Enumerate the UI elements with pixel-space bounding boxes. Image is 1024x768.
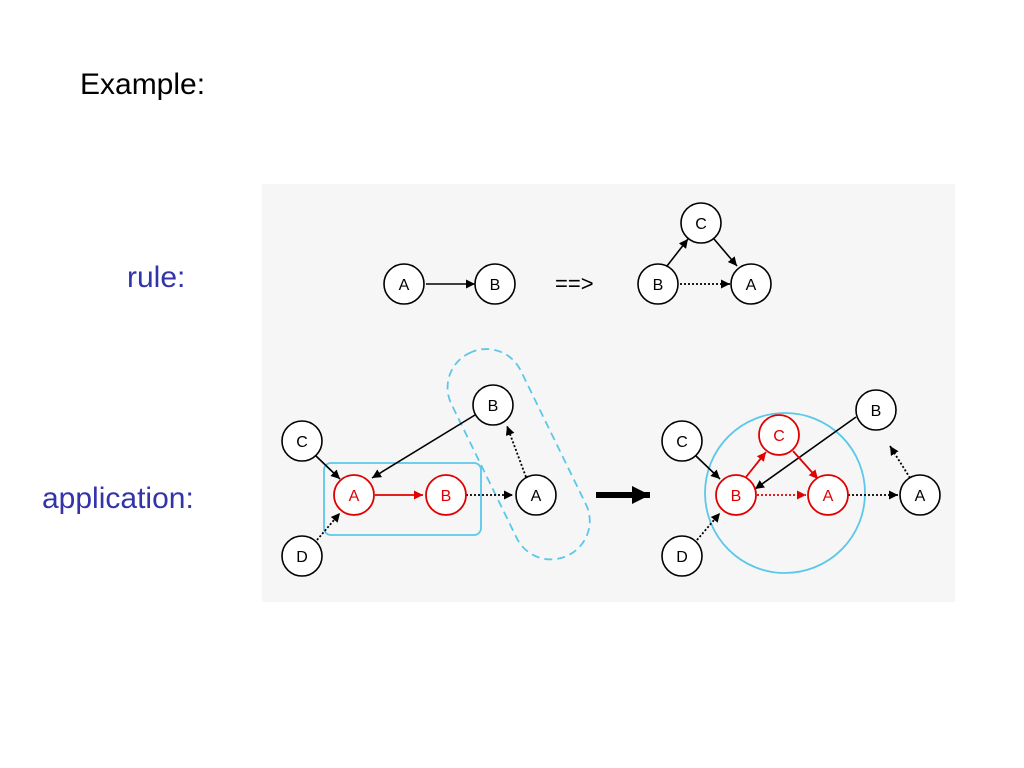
edge-c-to-a	[713, 238, 738, 267]
node-b-top: B	[472, 384, 514, 426]
svg-text:C: C	[296, 434, 308, 451]
svg-text:B: B	[490, 277, 501, 294]
edge-c-to-a	[315, 455, 341, 480]
edge-b-to-c	[666, 238, 689, 267]
edge-b-to-a	[371, 414, 476, 479]
dotted-edge-a-to-b-top	[505, 425, 527, 478]
rewrite-arrow-text: ==>	[555, 271, 594, 296]
node-b-red-after: B	[715, 474, 757, 516]
match-box	[323, 462, 482, 536]
svg-text:B: B	[653, 277, 664, 294]
rule-node-b-right: B	[637, 263, 679, 305]
page-title: Example:	[80, 68, 206, 101]
edge-b-top-to-b	[754, 416, 857, 490]
graph-rewriting-diagram: A B ==> C B A	[262, 184, 955, 602]
node-b-red: B	[425, 474, 467, 516]
svg-text:D: D	[676, 549, 688, 566]
svg-text:D: D	[296, 549, 308, 566]
node-c-red: C	[758, 414, 800, 456]
svg-text:A: A	[746, 277, 757, 294]
rule-node-b: B	[474, 263, 516, 305]
rule-node-a: A	[383, 263, 425, 305]
diagram-background	[262, 184, 955, 602]
node-d-after: D	[661, 535, 703, 577]
red-edge-b-to-c	[745, 451, 767, 478]
graph-rewriting-figure: A B ==> C B A	[262, 184, 955, 602]
node-c-left: C	[661, 420, 703, 462]
svg-text:C: C	[676, 434, 688, 451]
svg-text:A: A	[915, 488, 926, 505]
svg-text:C: C	[695, 216, 707, 233]
dotted-edge-d-to-a	[316, 512, 341, 541]
node-c: C	[281, 420, 323, 462]
node-a-right-after: A	[899, 474, 941, 516]
rule-left-side: A B	[383, 263, 516, 305]
edge-c-to-b	[695, 455, 721, 480]
rule-node-a-right: A	[730, 263, 772, 305]
application-label: application:	[42, 482, 194, 515]
svg-text:B: B	[488, 398, 499, 415]
application-before: C A B D B A	[281, 348, 591, 577]
node-a-red: A	[333, 474, 375, 516]
svg-text:C: C	[773, 428, 785, 445]
svg-text:B: B	[731, 488, 742, 505]
svg-text:A: A	[531, 488, 542, 505]
rule-right-side: C B A	[637, 202, 772, 305]
red-edge-c-to-a	[792, 450, 819, 480]
rule-label: rule:	[127, 261, 186, 294]
node-b-top-after: B	[855, 389, 897, 431]
svg-text:A: A	[349, 488, 360, 505]
dashed-match-capsule	[446, 348, 591, 561]
dotted-edge-d-to-b	[696, 512, 721, 541]
svg-text:A: A	[399, 277, 410, 294]
rule-node-c: C	[680, 202, 722, 244]
replacement-circle	[704, 412, 866, 574]
node-d: D	[281, 535, 323, 577]
node-a-red-after: A	[807, 474, 849, 516]
svg-text:B: B	[441, 488, 452, 505]
node-a-right: A	[515, 474, 557, 516]
svg-text:B: B	[871, 403, 882, 420]
svg-text:A: A	[823, 488, 834, 505]
application-after: C D B C A B A	[661, 389, 941, 577]
